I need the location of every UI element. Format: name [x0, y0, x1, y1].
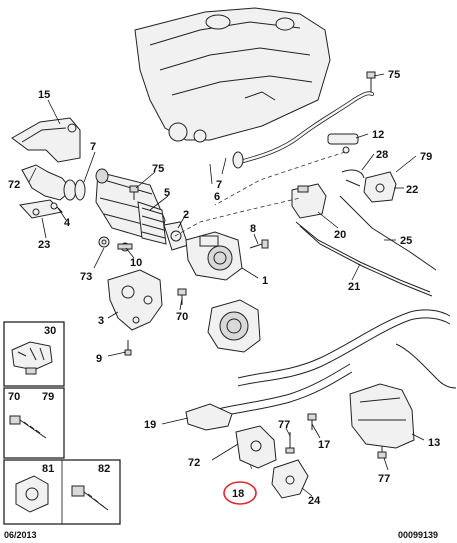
callout-75-mid: 75: [152, 163, 164, 175]
gasket-7-left: [74, 179, 86, 201]
callout-13: 13: [428, 437, 440, 449]
part-25: [271, 459, 309, 499]
inset-label-79: 79: [42, 391, 54, 403]
inset-label-70: 70: [8, 391, 20, 403]
footer-date: 06/2013: [4, 530, 37, 540]
callout-5: 5: [164, 187, 170, 199]
highlight-circle-18: [223, 481, 257, 505]
bolt-75-top: [366, 71, 376, 92]
callout-24: 23: [38, 239, 50, 251]
callout-77-right: 77: [378, 473, 390, 485]
callout-23: 25: [400, 235, 412, 247]
callout-70-center: 70: [176, 311, 188, 323]
inset-label-30: 30: [44, 325, 56, 337]
callout-1: 1: [262, 275, 268, 287]
bolt-82: [71, 485, 109, 511]
callout-8: 8: [250, 223, 256, 235]
callout-4: 4: [64, 217, 71, 229]
callout-12: 12: [372, 129, 384, 141]
bolt-17: [307, 413, 317, 430]
callout-25: 24: [308, 495, 321, 507]
bolt-70-inset: [9, 415, 47, 439]
inset-label-82: 82: [98, 463, 110, 475]
bolt-8: [249, 239, 269, 249]
callout-labels: 15 7 72 4 23 75 5 2 7 6 8 1 10 73 3 70 9…: [8, 69, 440, 507]
callout-79: 79: [420, 151, 432, 163]
callout-9: 9: [96, 353, 102, 365]
heat-shield-13: [349, 383, 415, 449]
callout-22: 22: [406, 184, 418, 196]
callout-7-left: 7: [90, 141, 96, 153]
intake-hose: [232, 91, 374, 169]
bolt-70-center: [177, 288, 187, 305]
intake-manifold: [134, 7, 331, 143]
callout-73: 73: [80, 271, 92, 283]
egr-valve-1: [185, 231, 243, 281]
callout-10: 10: [130, 257, 142, 269]
callout-15: 15: [38, 89, 50, 101]
bolt-77-right: [377, 446, 387, 459]
bolt-9: [124, 340, 132, 356]
washer-10: [117, 242, 133, 252]
callout-3: 3: [98, 315, 104, 327]
clip-30: [11, 341, 53, 375]
gasket-2: [163, 221, 189, 251]
callout-28: 28: [376, 149, 388, 161]
egr-cooler-5: [95, 168, 167, 245]
callout-18: 18: [232, 488, 244, 500]
callout-19: 19: [144, 419, 156, 431]
callout-75-top: 75: [388, 69, 400, 81]
bolt-75-mid: [129, 185, 139, 200]
bracket-28: [341, 169, 365, 187]
solenoid-22: [363, 171, 397, 203]
pipe-19: [185, 403, 233, 431]
grommet-81: [15, 475, 49, 513]
callout-21: 20: [334, 229, 346, 241]
callout-72-left: 72: [8, 179, 20, 191]
callout-7-right: 7: [216, 179, 222, 191]
elbow-pipe-4: [19, 164, 77, 219]
callout-17: 17: [318, 439, 330, 451]
callout-77-mid: 77: [278, 419, 290, 431]
sensor-21: [291, 183, 327, 219]
callout-leaders: [28, 73, 425, 497]
callout-20: 21: [348, 281, 360, 293]
callout-72-bottom: 72: [188, 457, 200, 469]
bracket-18: [235, 425, 277, 469]
washer-73: [98, 236, 110, 248]
throttle-body: [207, 299, 261, 353]
heat-shield-15: [11, 117, 81, 163]
fastener-inset: 30 70 79 81 82: [3, 321, 121, 525]
bracket-3: [107, 269, 163, 331]
bolt-77-mid: [285, 432, 295, 454]
callout-2: 2: [183, 209, 189, 221]
vacuum-lines: [213, 195, 457, 419]
callout-6: 6: [214, 191, 220, 203]
dashed-leaders: [174, 151, 346, 471]
footer-reference: 00099139: [398, 530, 438, 540]
fitting-12: [327, 133, 359, 154]
inset-label-81: 81: [42, 463, 54, 475]
